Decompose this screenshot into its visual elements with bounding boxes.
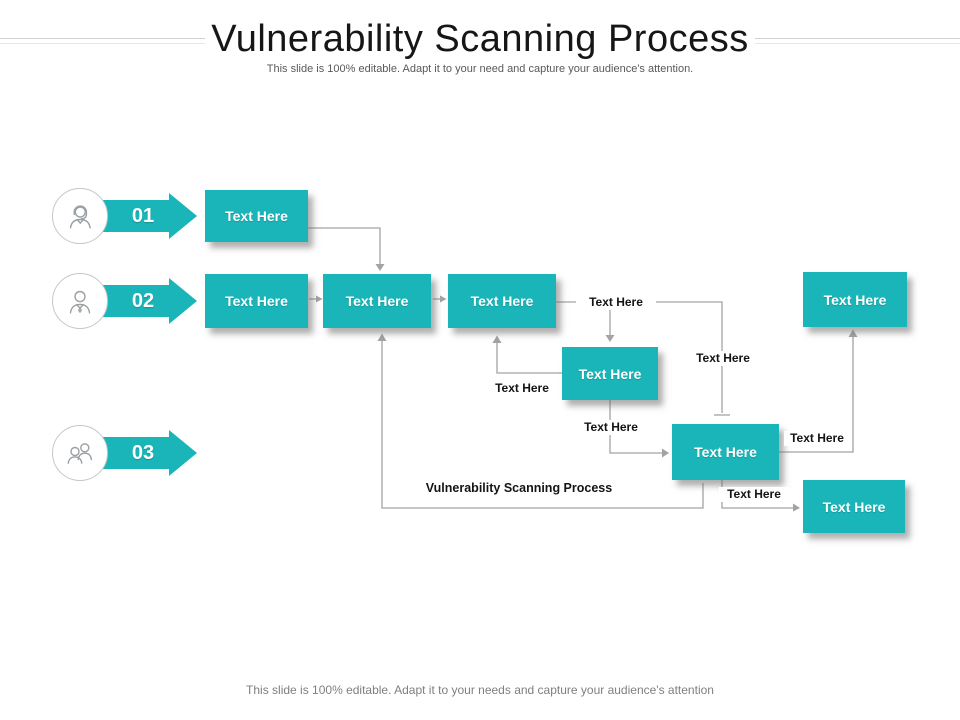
- flow-box-row2-1: Text Here: [205, 274, 308, 328]
- page-subtitle: This slide is 100% editable. Adapt it to…: [266, 63, 694, 75]
- page-title: Vulnerability Scanning Process: [211, 18, 749, 60]
- title-flourish-left: [0, 38, 205, 45]
- connector-label-process: Vulnerability Scanning Process: [405, 481, 633, 496]
- step-number: 03: [131, 442, 155, 464]
- connector-label-to-bottom-right: Text Here: [719, 487, 789, 502]
- connector-row2box2-to-box3: [433, 295, 447, 303]
- flow-box-middle: Text Here: [562, 347, 658, 400]
- connector-label-to-right-top: Text Here: [784, 431, 850, 446]
- step-icon-circle: [52, 273, 108, 329]
- connector-label-middle-down: Text Here: [577, 420, 645, 435]
- step-icon-circle: [52, 425, 108, 481]
- connector-bottom-center-to-right-top: [779, 329, 858, 453]
- support-agent-icon: [69, 205, 91, 229]
- connector-row2box1-to-box2: [309, 295, 323, 303]
- step-number: 02: [131, 290, 155, 312]
- connector-middle-to-bottom-center: [609, 400, 669, 458]
- connector-label-after-row2: Text Here: [576, 295, 656, 310]
- flow-box-row2-2: Text Here: [323, 274, 431, 328]
- connector-middle-to-row2box3: [492, 335, 562, 374]
- flow-box-right-top: Text Here: [803, 272, 907, 327]
- footer-note: This slide is 100% editable. Adapt it to…: [246, 683, 714, 697]
- step-icon-circle: [52, 188, 108, 244]
- title-flourish-right: [755, 38, 960, 45]
- connector-label-middle-left: Text Here: [486, 381, 558, 396]
- flow-box-bottom-center: Text Here: [672, 424, 779, 480]
- flow-box-bottom-right: Text Here: [803, 480, 905, 533]
- flow-box-step1: Text Here: [205, 190, 308, 242]
- connector-step1-to-row2box2: [308, 227, 385, 271]
- team-icon: [67, 443, 93, 464]
- connector-label-right-branch: Text Here: [688, 351, 758, 366]
- connector-feedback-to-row2box2: [377, 333, 704, 509]
- flow-box-row2-3: Text Here: [448, 274, 556, 328]
- step-number: 01: [131, 205, 155, 227]
- businessman-icon: [69, 290, 91, 314]
